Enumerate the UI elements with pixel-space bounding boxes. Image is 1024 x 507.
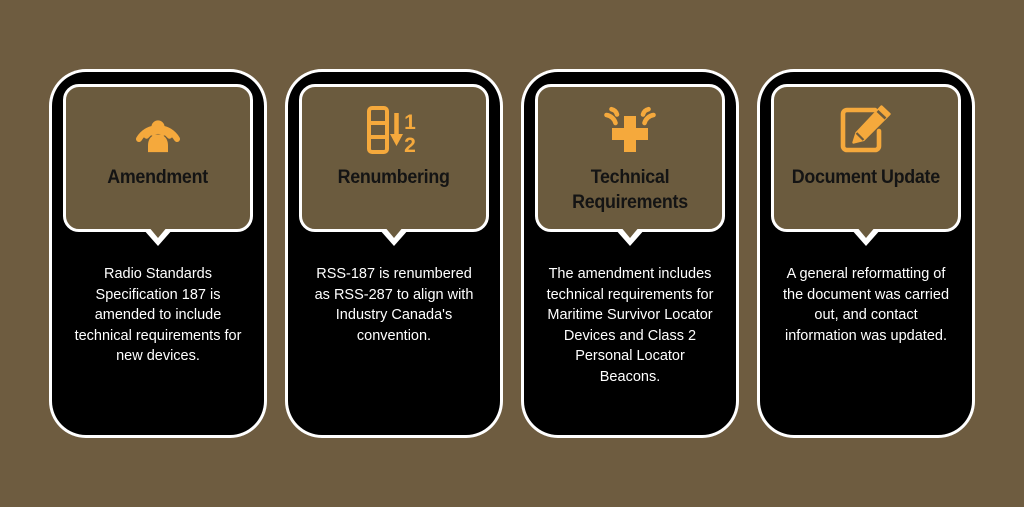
speech-bubble-tail xyxy=(379,226,409,246)
speech-bubble: 1 2 Renumbering xyxy=(299,84,489,232)
card-title: Technical Requirements xyxy=(572,167,688,214)
card-title: Renumbering xyxy=(337,167,451,188)
document-edit-pencil-icon xyxy=(835,101,897,159)
info-card-renumbering[interactable]: 1 2 Renumbering RSS-187 is renumbered as… xyxy=(288,72,500,435)
card-body-text: RSS-187 is renumbered as RSS-287 to alig… xyxy=(314,266,474,344)
speech-bubble-tail xyxy=(615,226,645,246)
speech-bubble-wrap: Amendment xyxy=(63,84,253,246)
info-card-amendment[interactable]: Amendment Radio Standards Specification … xyxy=(52,72,264,435)
info-card-technical-requirements[interactable]: Technical Requirements The amendment inc… xyxy=(524,72,736,435)
speech-bubble-wrap: 1 2 Renumbering xyxy=(299,84,489,246)
renumber-list-arrow-icon: 1 2 xyxy=(363,101,425,159)
card-body: The amendment includes technical require… xyxy=(535,246,725,435)
speech-bubble-wrap: Document Update xyxy=(771,84,961,246)
card-body-text: A general reformatting of the document w… xyxy=(782,266,950,344)
svg-text:1: 1 xyxy=(404,111,416,134)
info-card-document-update[interactable]: Document Update A general reformatting o… xyxy=(760,72,972,435)
speech-bubble: Amendment xyxy=(63,84,253,232)
card-body-text: The amendment includes technical require… xyxy=(546,266,714,385)
card-title: Document Update xyxy=(791,167,941,188)
broadcast-person-icon xyxy=(127,101,189,159)
speech-bubble: Technical Requirements xyxy=(535,84,725,232)
card-body: Radio Standards Specification 187 is ame… xyxy=(63,246,253,435)
card-body: A general reformatting of the document w… xyxy=(771,246,961,435)
speech-bubble-tail xyxy=(851,226,881,246)
card-body: RSS-187 is renumbered as RSS-287 to alig… xyxy=(299,246,489,435)
speech-bubble-wrap: Technical Requirements xyxy=(535,84,725,246)
speech-bubble: Document Update xyxy=(771,84,961,232)
svg-text:2: 2 xyxy=(404,134,416,157)
card-body-text: Radio Standards Specification 187 is ame… xyxy=(74,266,242,365)
card-title: Amendment xyxy=(107,167,209,188)
emergency-beacon-cross-icon xyxy=(599,101,661,159)
speech-bubble-tail xyxy=(143,226,173,246)
